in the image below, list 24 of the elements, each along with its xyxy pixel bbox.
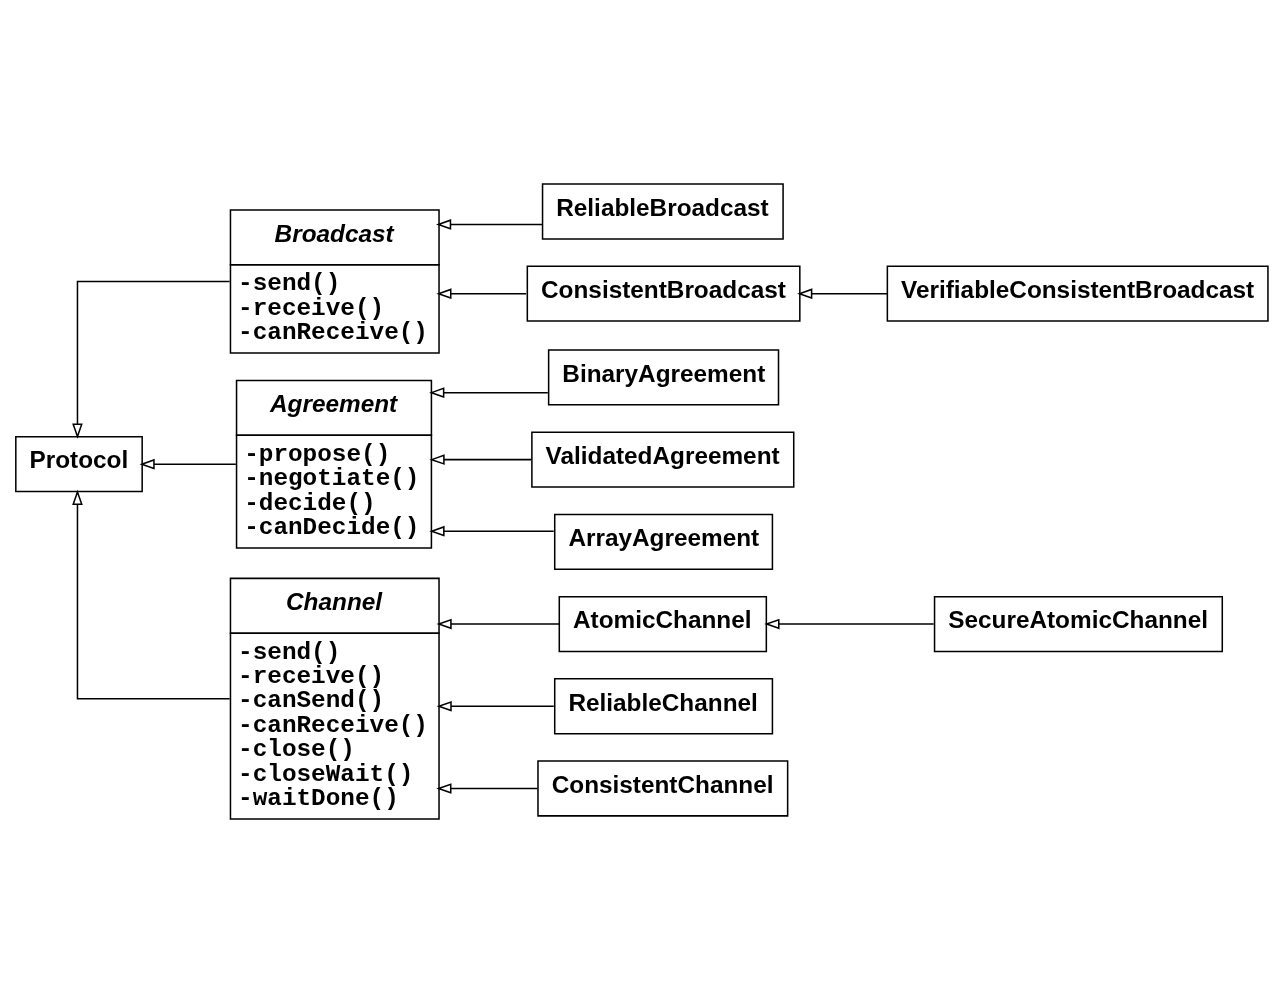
arrow <box>72 280 231 439</box>
arrow <box>797 288 888 300</box>
arrow <box>72 489 231 700</box>
node-box: ArrayAgreement <box>553 513 774 570</box>
arrow <box>436 219 543 230</box>
node-box: VerifiableConsistentBroadcast <box>886 265 1269 322</box>
node-box: Protocol <box>15 436 143 493</box>
node-box: ReliableBroadcast <box>541 183 784 240</box>
node-box: SecureAtomicChannel <box>933 595 1224 653</box>
node-box: ValidatedAgreement <box>531 431 795 488</box>
arrow <box>436 288 527 300</box>
arrow <box>436 618 560 630</box>
node-box: ConsistentChannel <box>537 760 789 817</box>
node-box: ReliableChannel <box>553 678 774 735</box>
arrow <box>436 783 539 794</box>
arrow <box>764 618 935 630</box>
arrow <box>429 454 533 465</box>
arrow <box>429 525 555 537</box>
node-box: AtomicChannel <box>558 595 768 653</box>
node-box: BinaryAgreement <box>547 349 780 406</box>
node-box: ConsistentBroadcast <box>526 265 801 322</box>
arrow <box>139 458 237 470</box>
arrow <box>436 700 555 712</box>
arrow <box>429 387 549 398</box>
